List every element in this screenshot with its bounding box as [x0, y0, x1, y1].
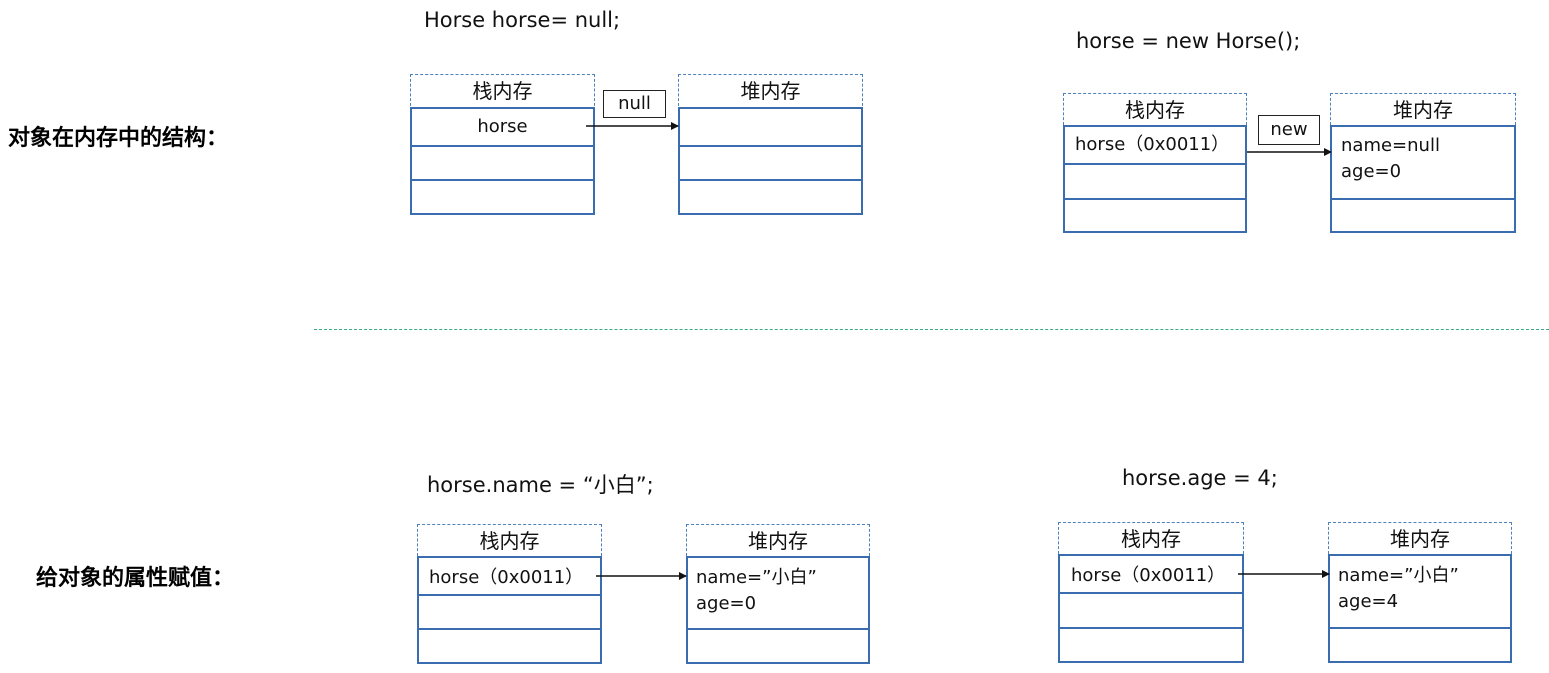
section-divider [314, 329, 1549, 330]
stack-variable: horse（0x0011） [429, 567, 584, 588]
stack-memory-label: 栈内存 [1063, 93, 1247, 125]
stack-memory-box: horse [410, 107, 595, 215]
stack-row: horse [412, 109, 593, 145]
stack-variable: horse（0x0011） [1075, 134, 1230, 155]
stack-memory-label: 栈内存 [410, 74, 595, 106]
heap-memory-box: name=”小白” age=0 [686, 556, 870, 664]
stack-memory-label: 栈内存 [417, 524, 602, 556]
stack-row [419, 628, 600, 661]
heap-row [680, 179, 861, 212]
section-title-object-structure: 对象在内存中的结构： [8, 126, 229, 151]
null-reference-tag: null [603, 90, 666, 118]
heap-memory-box [678, 107, 863, 215]
heap-field-name: name=”小白” [1338, 565, 1459, 586]
stack-row [419, 594, 600, 628]
stack-row: horse（0x0011） [1060, 556, 1242, 592]
code-line: Horse horse= null; [424, 8, 621, 32]
code-line: horse.name = “小白”; [427, 473, 654, 497]
heap-memory-box: name=null age=0 [1330, 125, 1516, 233]
heap-field-age: age=4 [1338, 591, 1399, 612]
stack-row [412, 145, 593, 179]
heap-memory-label: 堆内存 [678, 74, 863, 106]
heap-row [1330, 627, 1510, 660]
heap-row [680, 109, 861, 145]
code-line: horse = new Horse(); [1076, 29, 1301, 53]
stack-memory-box: horse（0x0011） [1063, 125, 1247, 233]
heap-field-name: name=”小白” [696, 567, 817, 588]
heap-row [680, 145, 861, 179]
heap-row [1332, 198, 1514, 230]
heap-row [688, 628, 868, 661]
heap-field-name: name=null [1341, 135, 1440, 156]
stack-row [1065, 163, 1245, 198]
heap-row: name=”小白” age=0 [688, 558, 868, 628]
heap-memory-box: name=”小白” age=4 [1328, 554, 1512, 663]
heap-memory-label: 堆内存 [1328, 522, 1512, 554]
stack-variable: horse（0x0011） [1071, 565, 1226, 586]
heap-row: name=null age=0 [1332, 127, 1514, 198]
heap-memory-label: 堆内存 [1330, 93, 1516, 125]
heap-field-age: age=0 [696, 593, 757, 614]
stack-row: horse（0x0011） [419, 558, 600, 594]
stack-memory-box: horse（0x0011） [417, 556, 602, 664]
stack-row [1065, 198, 1245, 230]
new-operator-tag: new [1258, 115, 1320, 145]
stack-variable: horse [477, 116, 528, 137]
stack-row [412, 179, 593, 212]
heap-memory-label: 堆内存 [686, 524, 870, 556]
stack-row [1060, 627, 1242, 660]
stack-memory-label: 栈内存 [1058, 522, 1244, 554]
stack-memory-box: horse（0x0011） [1058, 554, 1244, 663]
code-line: horse.age = 4; [1122, 466, 1278, 490]
heap-row: name=”小白” age=4 [1330, 556, 1510, 627]
heap-field-age: age=0 [1341, 161, 1402, 182]
stack-row [1060, 592, 1242, 627]
stack-row: horse（0x0011） [1065, 127, 1245, 163]
section-title-assign-attributes: 给对象的属性赋值： [36, 566, 235, 591]
